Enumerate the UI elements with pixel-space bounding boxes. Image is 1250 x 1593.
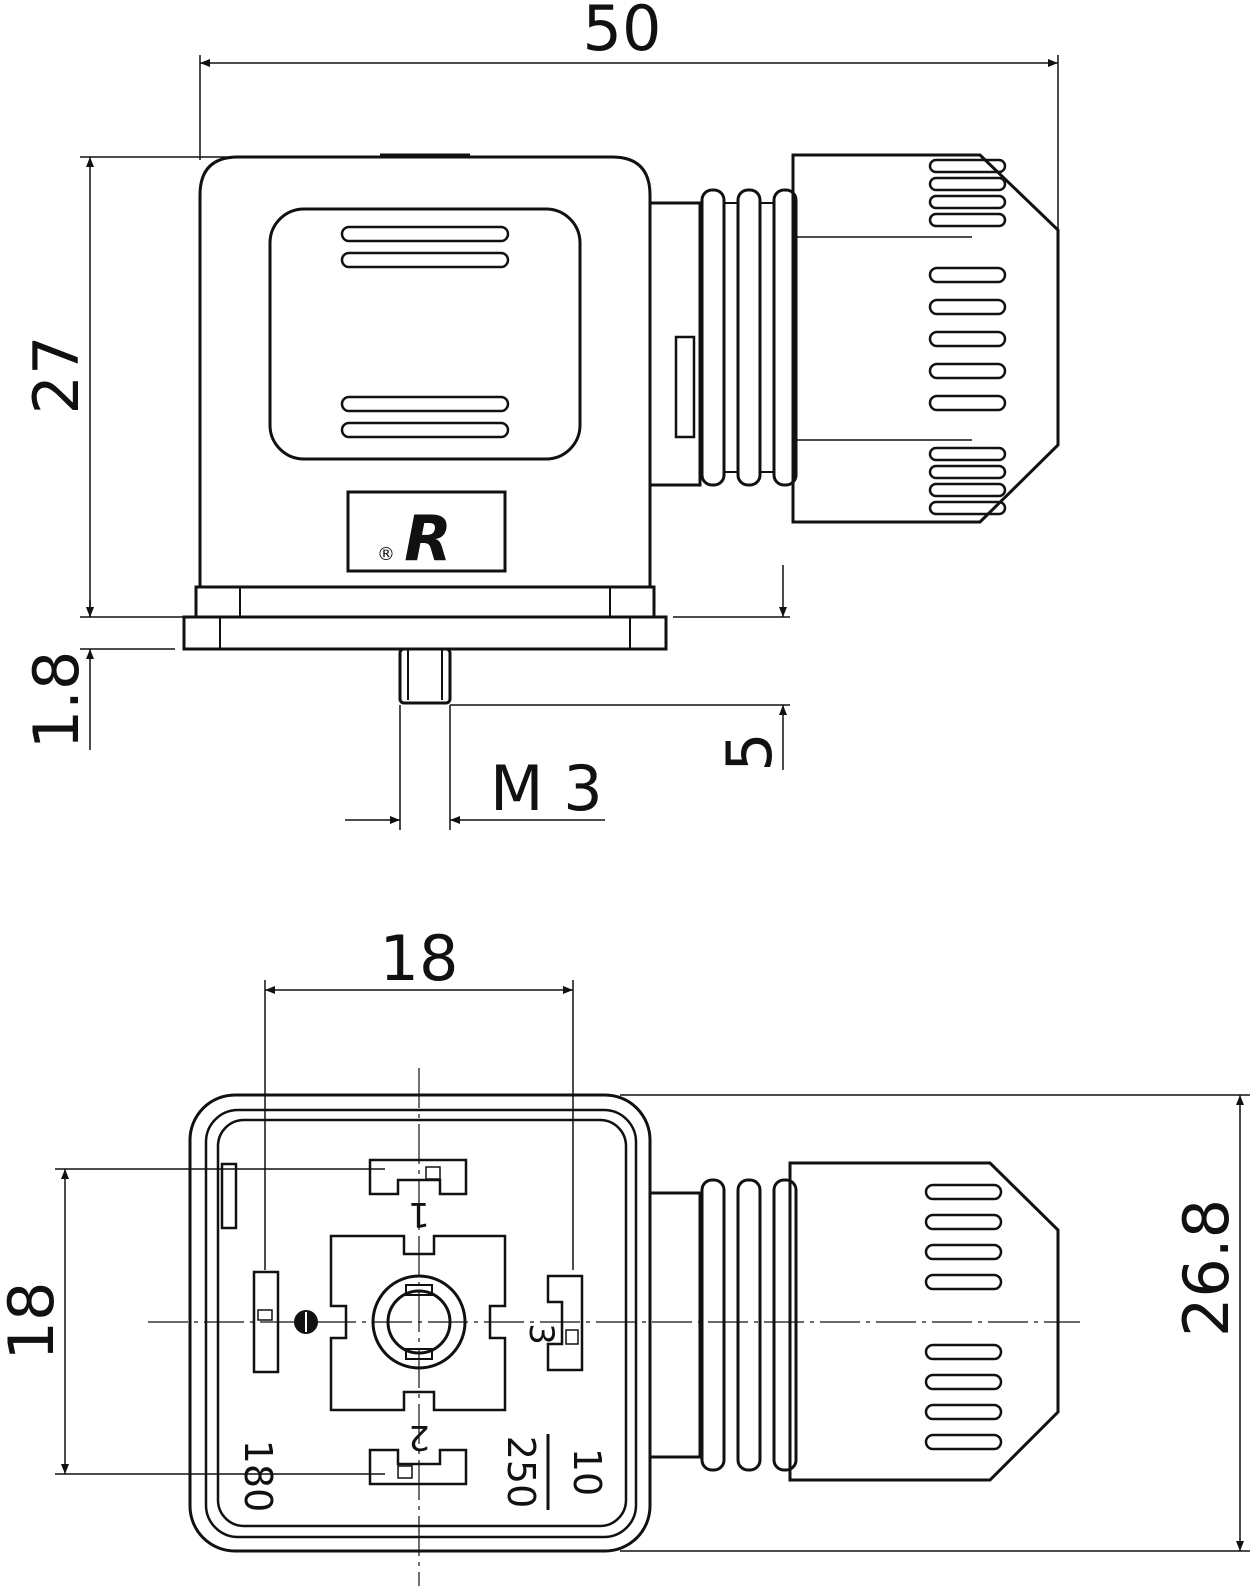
pin-label-1: 1 [408,1194,430,1234]
cable-gland-nut [791,153,1060,524]
logo-mark: R [404,502,452,575]
dimension-label-27: 27 [20,336,93,415]
angle-label-250: 250 [499,1436,543,1509]
angle-fraction: 10 250 [499,1434,609,1510]
dimension-height-27: 27 [20,156,235,618]
contact-insert [329,1234,507,1412]
label-window [268,207,582,461]
dimension-label-1-8: 1.8 [20,651,93,750]
logo-registered: ® [377,544,395,565]
dimension-label-left-18: 18 [0,1282,68,1361]
dimension-label-26-8: 26.8 [1170,1199,1243,1337]
dimension-left-18: 18 [0,1168,385,1475]
dimension-flange-1-8: 1.8 [20,600,175,750]
bottom-housing [188,1093,652,1553]
dimension-thread-m3: M 3 [345,705,605,830]
center-lines [148,1068,1080,1586]
pin-label-2: 2 [408,1417,430,1457]
dimension-label-m3: M 3 [490,752,603,825]
gland-ribs-top [928,158,1007,228]
ground-contact [252,1270,318,1374]
bottom-view: 18 18 26.8 [0,922,1250,1586]
dimension-height-26-8: 26.8 [620,1094,1250,1552]
housing-body [198,153,652,589]
cable-gland-nut-bottom [788,1161,1060,1482]
cable-neck [650,188,798,487]
contact-pin-1: 1 [368,1158,468,1234]
cable-neck-bottom [650,1178,798,1472]
angle-label-10: 10 [565,1448,609,1496]
gland-ribs-bottom [928,446,1007,516]
dimension-top-18: 18 [264,922,574,1270]
side-view: 50 27 1.8 5 M [20,0,1060,830]
angle-label-180: 180 [236,1440,280,1513]
dimension-label-50: 50 [583,0,662,65]
pin-label-3: 3 [521,1323,561,1345]
base-flange [182,585,668,651]
contact-pin-2: 2 [368,1417,468,1486]
dimension-label-5: 5 [713,732,786,771]
screw-pin [398,647,452,705]
gland-ribs-middle [928,266,1007,412]
contact-pin-3: 3 [521,1274,584,1372]
ur-certification-logo: R ® [346,490,507,575]
dimension-label-top-18: 18 [380,922,459,995]
dimension-pin-5: 5 [450,565,790,772]
dimension-width-50: 50 [199,0,1059,230]
